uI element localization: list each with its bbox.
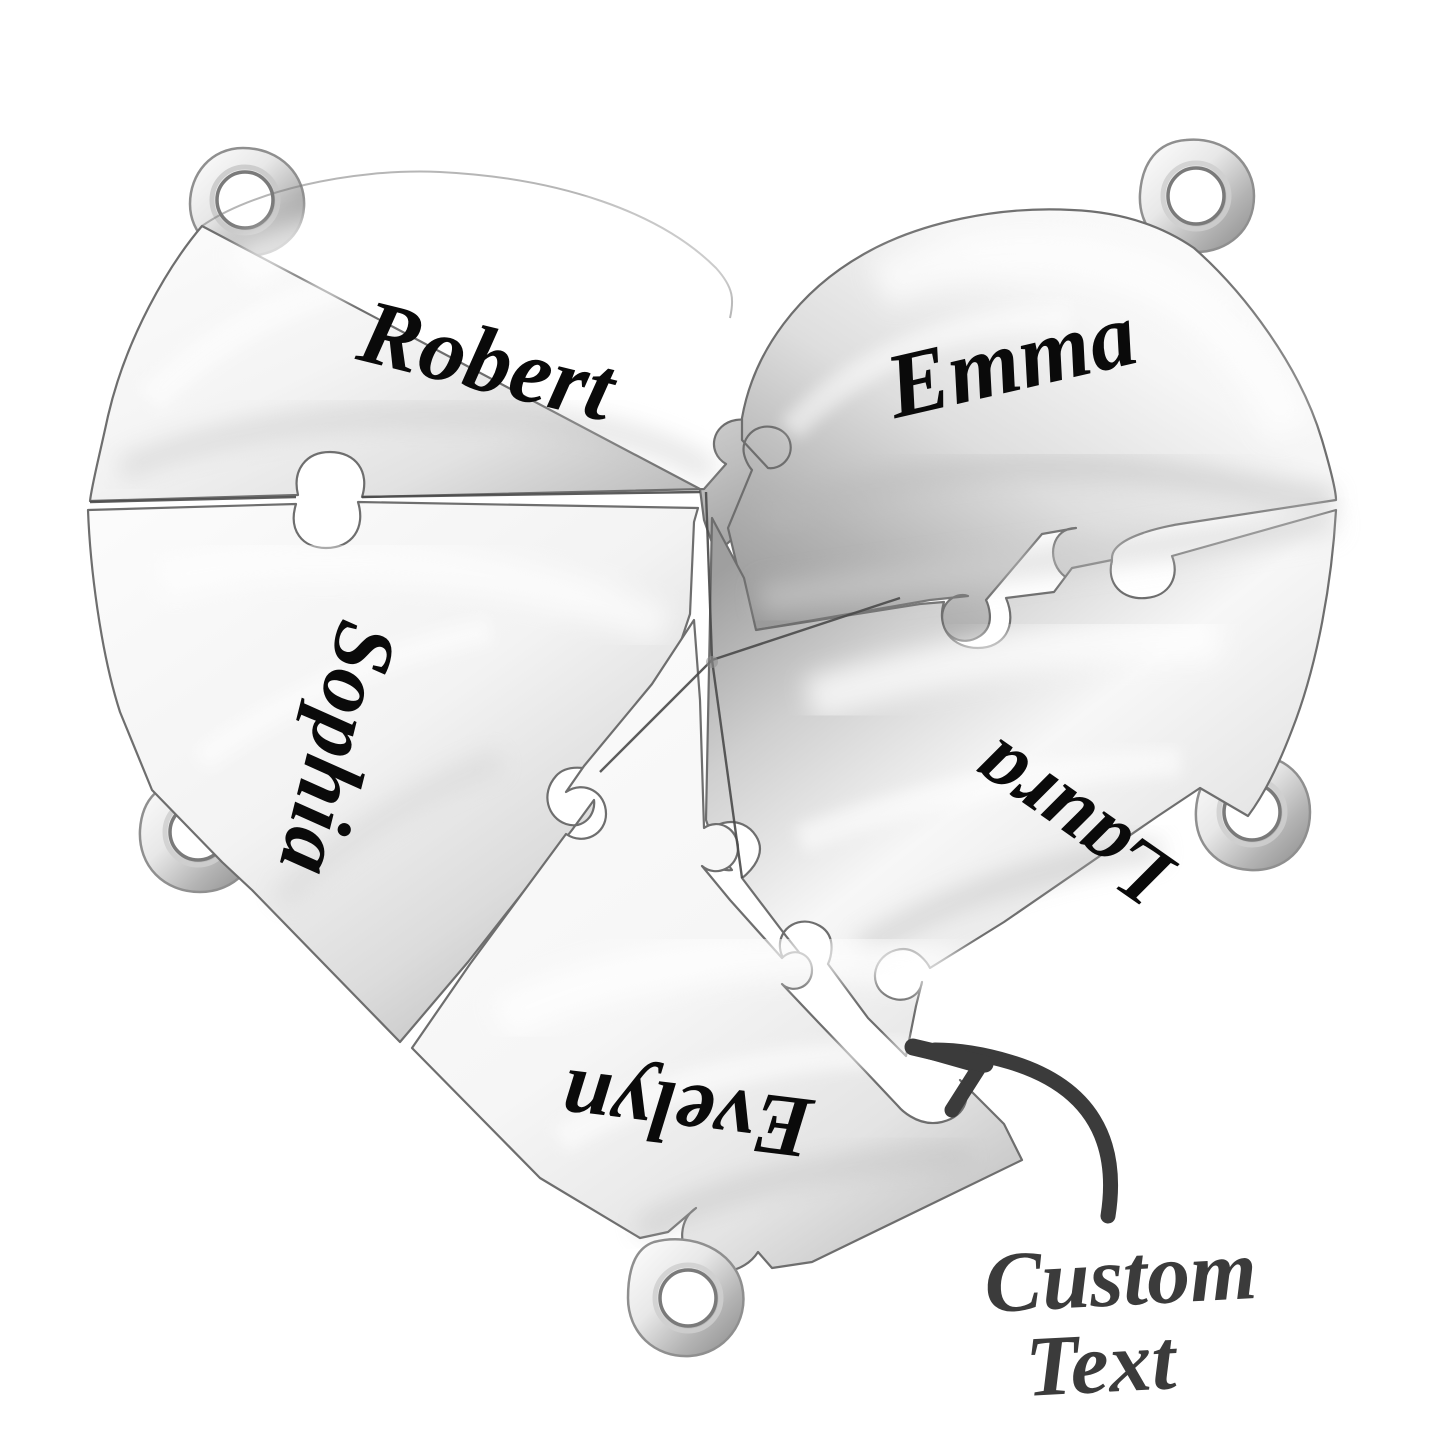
puzzle-piece-emma[interactable]: Emma (726, 138, 1338, 642)
loop-emma (1138, 138, 1256, 254)
custom-text-line-1: Custom (982, 1221, 1259, 1331)
loop-hole-evelyn (658, 1268, 718, 1328)
puzzle-piece-robert[interactable]: Robert (88, 146, 774, 560)
puzzle-piece-evelyn[interactable]: Evelyn (410, 618, 1037, 1358)
loop-hole-robert (215, 170, 275, 230)
loop-hole-emma (1166, 166, 1226, 226)
puzzle-piece-sophia[interactable]: Sophia (86, 500, 700, 1044)
custom-text-callout: Custom Text (904, 1038, 1259, 1415)
custom-text-line-2: Text (1023, 1311, 1181, 1415)
piece-seams (89, 490, 901, 879)
loop-evelyn (626, 1238, 745, 1358)
